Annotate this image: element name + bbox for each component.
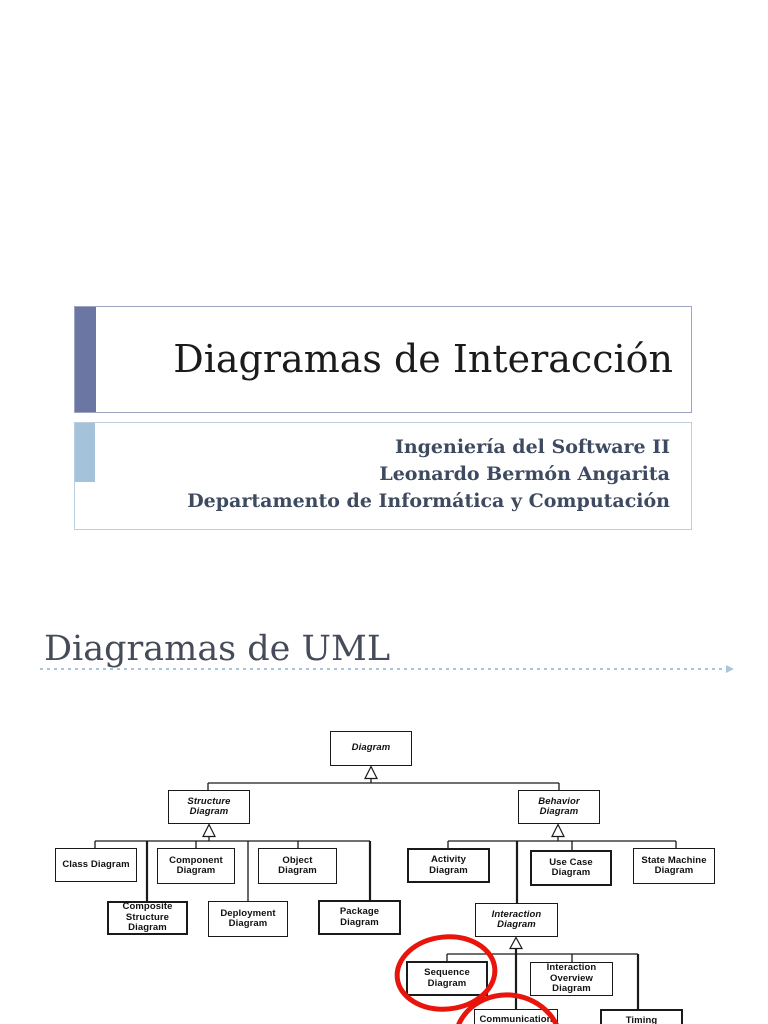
tree-node-communication-diagram: Communication	[474, 1009, 558, 1024]
title-slide-banner: Diagramas de Interacción	[74, 306, 692, 413]
tree-node-state-machine-diagram: State Machine Diagram	[633, 848, 715, 884]
generalization-arrow-interaction	[508, 936, 524, 950]
tree-node-composite-structure-diagram: Composite Structure Diagram	[107, 901, 188, 935]
tree-node-structure-diagram: Structure Diagram	[168, 790, 250, 824]
tree-node-sequence-diagram: Sequence Diagram	[406, 961, 488, 996]
generalization-arrow-structure	[202, 823, 216, 838]
tree-node-use-case-diagram: Use Case Diagram	[530, 850, 612, 886]
subtitle-block: Ingeniería del Software II Leonardo Berm…	[105, 434, 670, 515]
presentation-title: Diagramas de Interacción	[173, 337, 673, 381]
subtitle-department: Departamento de Informática y Computació…	[187, 490, 670, 512]
highlight-circle-communication	[452, 992, 564, 1024]
tree-node-interaction-overview-diagram: Interaction Overview Diagram	[530, 962, 613, 996]
highlight-circle-sequence	[394, 934, 498, 1012]
subtitle-course: Ingeniería del Software II	[394, 436, 670, 458]
heading-rule-arrow-icon	[726, 665, 734, 673]
subtitle-accent-bar	[75, 423, 95, 482]
subtitle-author: Leonardo Bermón Angarita	[379, 463, 670, 485]
title-accent-bar	[75, 307, 96, 412]
tree-node-component-diagram: Component Diagram	[157, 848, 235, 884]
generalization-arrow-behavior	[551, 823, 565, 838]
tree-node-diagram: Diagram	[330, 731, 412, 766]
generalization-arrow-diagram	[364, 765, 378, 780]
tree-node-interaction-diagram: Interaction Diagram	[475, 903, 558, 937]
tree-node-deployment-diagram: Deployment Diagram	[208, 901, 288, 937]
slide2-heading: Diagramas de UML	[44, 629, 391, 669]
tree-node-package-diagram: Package Diagram	[318, 900, 401, 935]
tree-node-behavior-diagram: Behavior Diagram	[518, 790, 600, 824]
tree-node-object-diagram: Object Diagram	[258, 848, 337, 884]
subtitle-banner: Ingeniería del Software II Leonardo Berm…	[74, 422, 692, 530]
heading-dashed-rule	[40, 668, 724, 670]
tree-node-class-diagram: Class Diagram	[55, 848, 137, 882]
tree-node-activity-diagram: Activity Diagram	[407, 848, 490, 883]
tree-node-timing-diagram: Timing	[600, 1009, 683, 1024]
